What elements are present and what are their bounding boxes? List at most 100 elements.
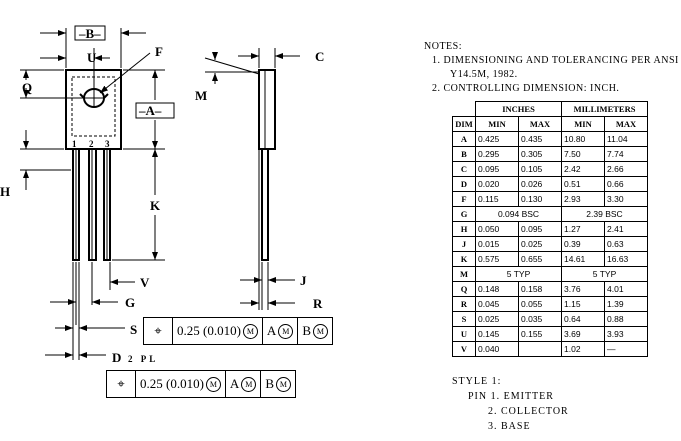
table-cell: 0.435 bbox=[518, 131, 562, 147]
mmc-icon: M bbox=[312, 323, 328, 339]
dim-f-leader bbox=[99, 52, 151, 94]
label-r: R bbox=[313, 296, 323, 311]
table-cell: 7.74 bbox=[604, 146, 648, 162]
notes-block: NOTES: 1. DIMENSIONING AND TOLERANCING P… bbox=[424, 40, 679, 96]
mmc-icon: M bbox=[241, 376, 257, 392]
table-cell: 0.115 bbox=[475, 191, 519, 207]
table-cell: 2.93 bbox=[561, 191, 605, 207]
mmc-icon: M bbox=[275, 376, 291, 392]
table-cell: C bbox=[452, 161, 476, 177]
style-pin1: PIN 1. EMITTER bbox=[468, 391, 554, 402]
mmc-icon: M bbox=[278, 323, 294, 339]
table-cell: 0.015 bbox=[475, 236, 519, 252]
style-block: STYLE 1: PIN 1. EMITTER 2. COLLECTOR 3. … bbox=[452, 374, 569, 434]
table-cell: 0.305 bbox=[518, 146, 562, 162]
table-cell: U bbox=[452, 326, 476, 342]
table-cell: 0.035 bbox=[518, 311, 562, 327]
table-cell: S bbox=[452, 311, 476, 327]
table-cell: 0.88 bbox=[604, 311, 648, 327]
datum-b-box bbox=[74, 25, 106, 41]
label-d-suffix: 2 PL bbox=[128, 354, 158, 364]
label-d: D bbox=[112, 350, 121, 365]
table-cell: K bbox=[452, 251, 476, 267]
table-cell: 10.80 bbox=[561, 131, 605, 147]
table-cell: 0.105 bbox=[518, 161, 562, 177]
table-cell: 1.39 bbox=[604, 296, 648, 312]
table-cell: 2.42 bbox=[561, 161, 605, 177]
label-c: C bbox=[315, 49, 324, 64]
label-s: S bbox=[130, 322, 137, 337]
label-j: J bbox=[300, 273, 307, 288]
table-cell: 0.040 bbox=[475, 341, 519, 357]
label-a: –A– bbox=[138, 103, 162, 118]
header-max-mm: MAX bbox=[604, 116, 648, 132]
table-cell: F bbox=[452, 191, 476, 207]
header-min-in: MIN bbox=[475, 116, 519, 132]
pin-label-2: 2 bbox=[89, 139, 94, 149]
header-min-mm: MIN bbox=[561, 116, 605, 132]
label-v: V bbox=[140, 275, 150, 290]
table-cell: 0.045 bbox=[475, 296, 519, 312]
table-cell: R bbox=[452, 296, 476, 312]
label-g: G bbox=[125, 295, 135, 310]
table-cell: 0.148 bbox=[475, 281, 519, 297]
table-cell: 0.51 bbox=[561, 176, 605, 192]
table-cell: J bbox=[452, 236, 476, 252]
table-cell: 3.69 bbox=[561, 326, 605, 342]
table-cell: 0.158 bbox=[518, 281, 562, 297]
label-u: U bbox=[87, 50, 97, 65]
table-cell: 0.026 bbox=[518, 176, 562, 192]
table-cell: 0.050 bbox=[475, 221, 519, 237]
table-cell: 0.025 bbox=[475, 311, 519, 327]
table-header-cols: DIM MIN MAX MIN MAX bbox=[452, 116, 648, 132]
table-cell: 0.020 bbox=[475, 176, 519, 192]
table-cell: 0.055 bbox=[518, 296, 562, 312]
table-cell: 0.025 bbox=[518, 236, 562, 252]
table-cell: — bbox=[604, 341, 648, 357]
package-body-side bbox=[258, 69, 276, 150]
header-max-in: MAX bbox=[518, 116, 562, 132]
style-pin2: 2. COLLECTOR bbox=[488, 406, 569, 417]
table-cell: 0.155 bbox=[518, 326, 562, 342]
table-cell: H bbox=[452, 221, 476, 237]
table-cell bbox=[518, 341, 562, 357]
table-cell: 3.76 bbox=[561, 281, 605, 297]
mmc-icon: M bbox=[205, 376, 221, 392]
table-cell: 1.27 bbox=[561, 221, 605, 237]
table-cell: 0.63 bbox=[604, 236, 648, 252]
table-cell: 14.61 bbox=[561, 251, 605, 267]
table-cell: 0.39 bbox=[561, 236, 605, 252]
label-k: K bbox=[150, 198, 161, 213]
table-cell: 0.145 bbox=[475, 326, 519, 342]
label-f: F bbox=[155, 44, 163, 59]
table-cell: 1.02 bbox=[561, 341, 605, 357]
table-cell: 0.655 bbox=[518, 251, 562, 267]
table-cell: 4.01 bbox=[604, 281, 648, 297]
fcf2-tolerance: 0.25 (0.010)M bbox=[136, 371, 226, 397]
table-cell: 0.295 bbox=[475, 146, 519, 162]
header-dim: DIM bbox=[452, 116, 476, 132]
label-b: –B– bbox=[78, 26, 101, 41]
pin-label-3: 3 bbox=[105, 139, 110, 149]
table-cell: 2.39 BSC bbox=[561, 206, 648, 222]
table-cell: 0.425 bbox=[475, 131, 519, 147]
note-1b: Y14.5M, 1982. bbox=[450, 69, 518, 80]
mmc-icon: M bbox=[242, 323, 258, 339]
